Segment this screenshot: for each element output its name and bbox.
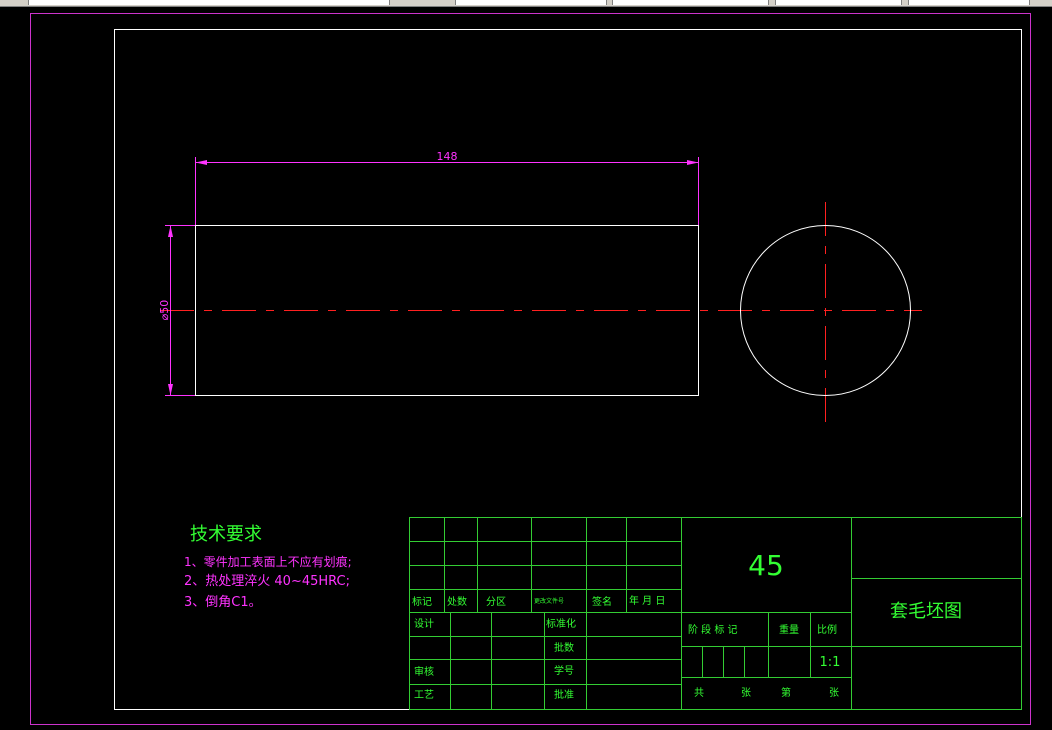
toolbar-field[interactable]: [612, 0, 769, 5]
title-block: 标记 处数 分区 更改文件号 签名 年 月 日 设计 审核 工艺 标准化 批数 …: [409, 517, 1022, 710]
revision-header-cell: 签名: [592, 595, 612, 608]
toolbar-field[interactable]: [908, 0, 1030, 5]
dimension-arrow-bottom: [168, 384, 173, 396]
length-dimension-text: 148: [437, 150, 458, 163]
length-dimension[interactable]: 148: [195, 150, 699, 225]
drawing-name: 套毛坯图: [890, 601, 962, 622]
middle-label: 批数: [554, 641, 574, 654]
cylinder-end-view-circle[interactable]: [740, 225, 911, 396]
diameter-dimension-text: ⌀50: [158, 300, 171, 321]
diameter-dimension[interactable]: ⌀50: [158, 225, 195, 396]
material-value: 45: [748, 549, 784, 582]
note-item: 2、热处理淬火 40~45HRC;: [184, 574, 350, 589]
revision-header-cell: 标记: [412, 596, 432, 608]
notes-title: 技术要求: [190, 524, 262, 545]
sheet-info: 张: [741, 687, 751, 699]
revision-header-cell: 处数: [447, 595, 467, 608]
toolbar-field[interactable]: [28, 0, 390, 5]
middle-label: 标准化: [546, 617, 576, 630]
revision-header-cell: 年 月 日: [629, 594, 665, 607]
technical-requirements: 技术要求 1、零件加工表面上不应有划痕; 2、热处理淬火 40~45HRC; 3…: [184, 524, 352, 610]
middle-label: 学号: [554, 664, 574, 677]
scale-label: 比例: [817, 623, 837, 636]
stage-label: 阶 段 标 记: [688, 623, 738, 636]
dimension-arrow-left: [195, 160, 207, 165]
note-item: 3、倒角C1。: [184, 595, 262, 610]
toolbar-field[interactable]: [775, 0, 902, 5]
row-label: 工艺: [414, 689, 434, 701]
middle-label: 批准: [554, 688, 574, 701]
toolbar-field[interactable]: [455, 0, 607, 5]
note-item: 1、零件加工表面上不应有划痕;: [184, 554, 352, 569]
sheet-info: 共: [694, 687, 704, 699]
dimension-arrow-right: [687, 160, 699, 165]
dimension-arrow-top: [168, 225, 173, 237]
revision-header-cell: 分区: [486, 596, 506, 608]
sheet-info: 张: [829, 687, 839, 699]
sheet-border: [30, 13, 1031, 725]
row-label: 审核: [414, 665, 434, 678]
sheet-info: 第: [781, 686, 791, 699]
revision-header-cell: 更改文件号: [534, 597, 564, 605]
scale-value: 1:1: [820, 655, 841, 670]
cylinder-side-outline[interactable]: [195, 225, 699, 396]
toolbar-strip: [0, 0, 1052, 7]
title-block-outline: [409, 517, 1022, 710]
weight-label: 重量: [779, 623, 799, 636]
row-label: 设计: [414, 617, 434, 630]
